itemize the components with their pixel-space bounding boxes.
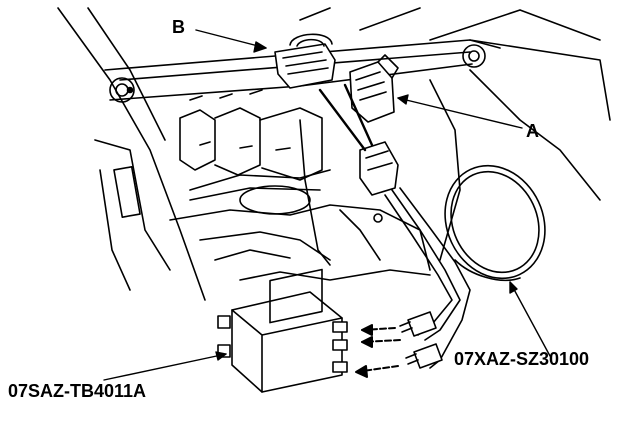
engine-components xyxy=(169,89,431,281)
harness-cable xyxy=(384,164,546,369)
connector-a xyxy=(349,54,399,123)
callout-b-label: B xyxy=(172,17,185,37)
test-box-part-number: 07SAZ-TB4011A xyxy=(8,381,147,401)
leader-b xyxy=(195,29,267,49)
test-box xyxy=(217,268,348,393)
harness-connector xyxy=(318,83,399,196)
leader-lines xyxy=(103,29,551,381)
vehicle-frame xyxy=(57,7,611,301)
leader-a xyxy=(397,97,523,129)
harness-part-number: 07XAZ-SZ30100 xyxy=(454,349,590,369)
leader-harness xyxy=(509,281,551,357)
insertion-arrows xyxy=(355,324,401,378)
leader-test-box xyxy=(103,353,227,381)
probe-plugs xyxy=(399,311,443,369)
connector-b xyxy=(274,33,336,89)
callout-a-label: A xyxy=(526,121,539,141)
